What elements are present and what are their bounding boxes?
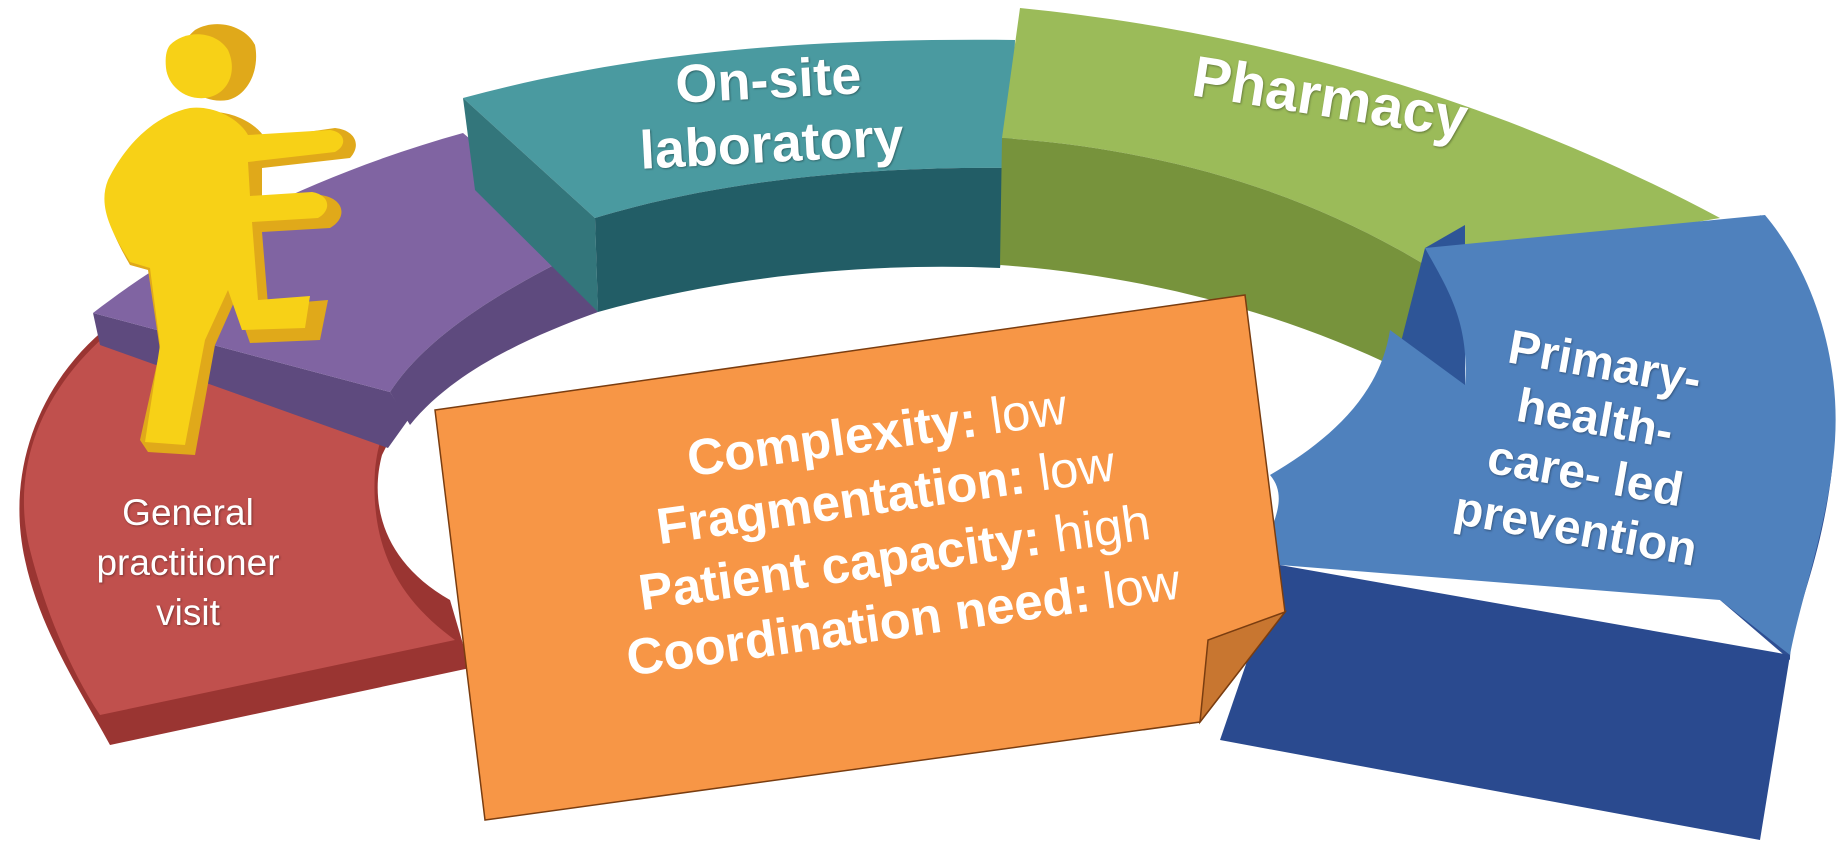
segment-pharmacy xyxy=(1000,8,1720,390)
attribute-value: low xyxy=(986,377,1071,445)
person-climbing-icon xyxy=(104,24,356,455)
note-card xyxy=(434,294,1288,821)
step-label-laboratory: On-site laboratory xyxy=(607,40,933,185)
segment-prevention xyxy=(1220,215,1836,840)
attribute-value: low xyxy=(1034,434,1119,502)
step-label-gp-visit: General practitioner visit xyxy=(58,488,318,638)
step-label-line: General xyxy=(122,492,254,533)
step-label-line: visit xyxy=(156,592,220,633)
attribute-value: high xyxy=(1050,493,1154,563)
step-label-line: practitioner xyxy=(96,542,280,583)
attribute-value: low xyxy=(1099,552,1184,620)
segment-laboratory xyxy=(463,39,1015,312)
